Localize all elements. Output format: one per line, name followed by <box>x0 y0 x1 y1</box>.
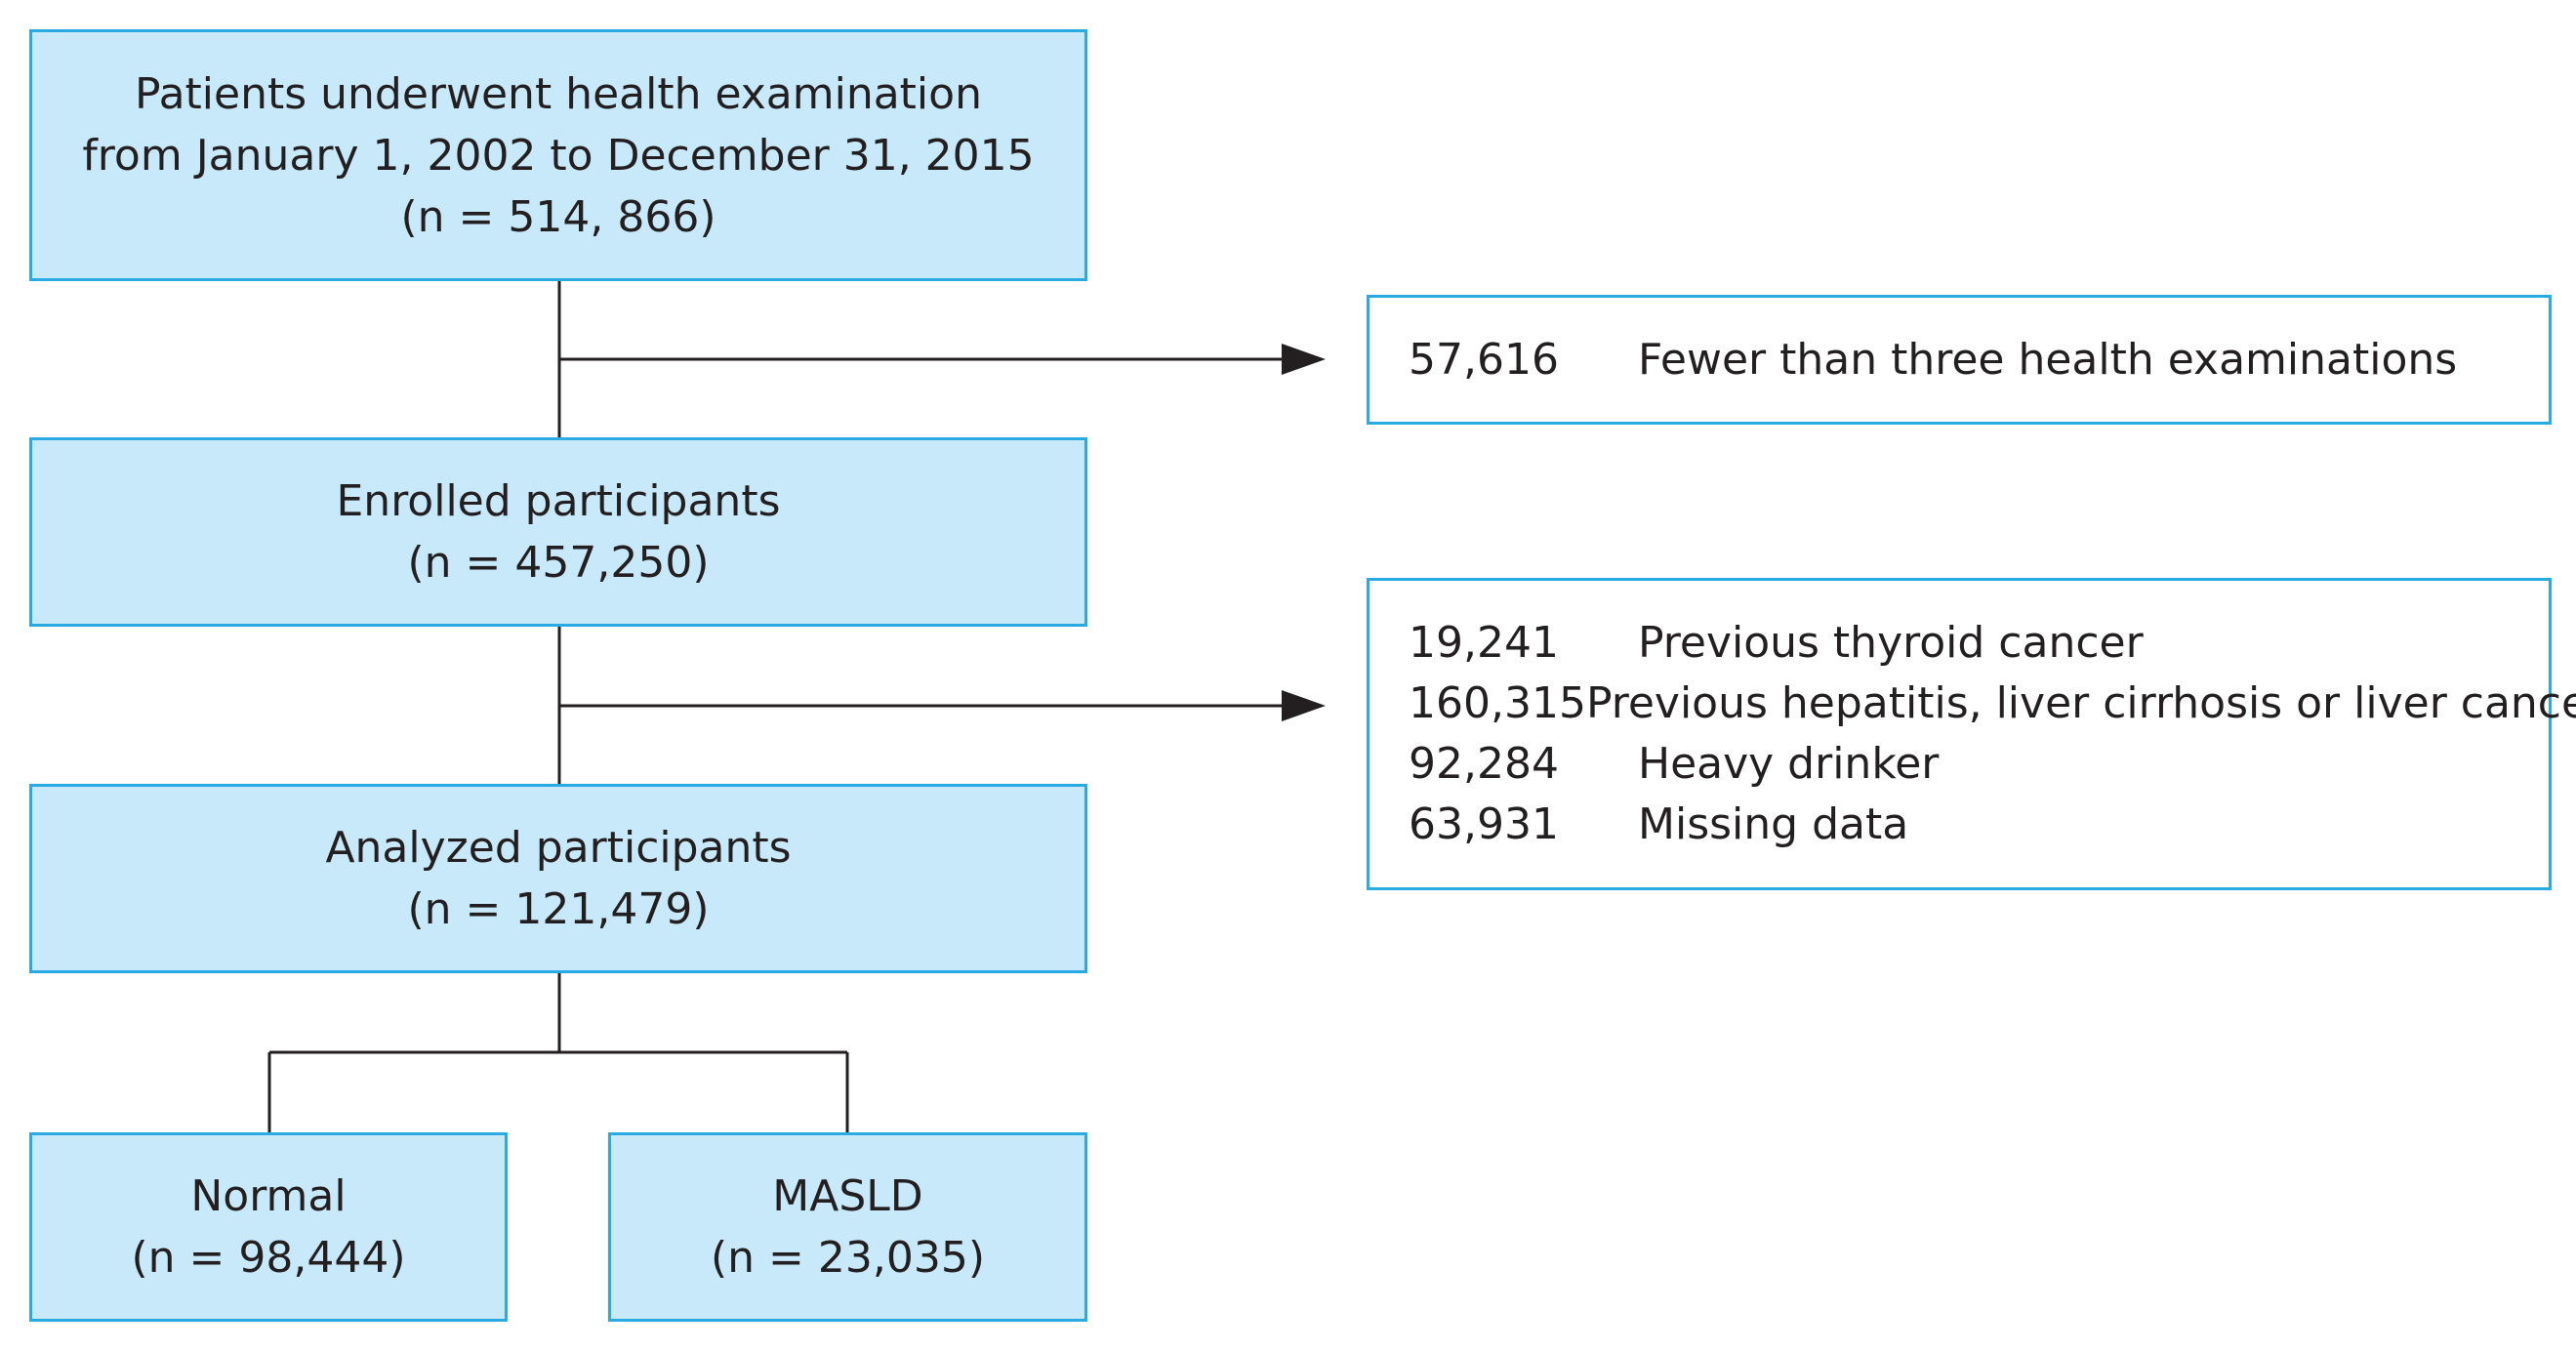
masld-box: MASLD (n = 23,035) <box>608 1132 1087 1322</box>
exclusion-count: 63,931 <box>1409 799 1559 849</box>
exclusion-row: 57,616 Fewer than three health examinati… <box>1409 330 2549 390</box>
exclusion-reason: Heavy drinker <box>1638 739 1940 789</box>
exclusion-reason: Fewer than three health examinations <box>1638 334 2458 385</box>
exclusion-reason: Previous hepatitis, liver cirrhosis or l… <box>1585 678 2576 728</box>
screened-count: (n = 514, 866) <box>400 191 716 242</box>
screened-line-1: Patients underwent health examination <box>135 68 982 119</box>
exclusion-box-1: 57,616 Fewer than three health examinati… <box>1367 295 2552 425</box>
exclusion-row: 63,931 Missing data <box>1409 795 2549 855</box>
normal-box: Normal (n = 98,444) <box>29 1132 508 1322</box>
screened-line-2: from January 1, 2002 to December 31, 201… <box>82 130 1035 181</box>
exclusion-reason: Previous thyroid cancer <box>1638 618 2144 668</box>
exclusion-count: 92,284 <box>1409 739 1559 789</box>
exclusion-count: 160,315 <box>1409 678 1586 728</box>
exclusion-box-2: 19,241 Previous thyroid cancer 160,315 P… <box>1367 578 2576 890</box>
masld-count: (n = 23,035) <box>710 1233 985 1283</box>
exclusion-count: 19,241 <box>1409 618 1559 668</box>
exclusion-row: 19,241 Previous thyroid cancer <box>1409 613 2549 674</box>
exclusion-count: 57,616 <box>1409 334 1559 385</box>
exclusion-row: 160,315 Previous hepatitis, liver cirrho… <box>1409 674 2576 734</box>
enrolled-label: Enrolled participants <box>336 476 781 526</box>
normal-count: (n = 98,444) <box>131 1233 406 1283</box>
enrolled-count: (n = 457,250) <box>407 538 710 588</box>
masld-label: MASLD <box>772 1171 923 1221</box>
arrowhead-exclusion-1 <box>1282 344 1326 375</box>
analyzed-box: Analyzed participants (n = 121,479) <box>29 784 1087 973</box>
exclusion-row: 92,284 Heavy drinker <box>1409 734 2549 795</box>
exclusion-reason: Missing data <box>1638 799 1909 849</box>
enrolled-box: Enrolled participants (n = 457,250) <box>29 437 1087 627</box>
normal-label: Normal <box>190 1171 347 1221</box>
analyzed-label: Analyzed participants <box>325 823 792 873</box>
arrowhead-exclusion-2 <box>1282 690 1326 721</box>
screened-box: Patients underwent health examination fr… <box>29 29 1087 281</box>
analyzed-count: (n = 121,479) <box>407 884 710 934</box>
